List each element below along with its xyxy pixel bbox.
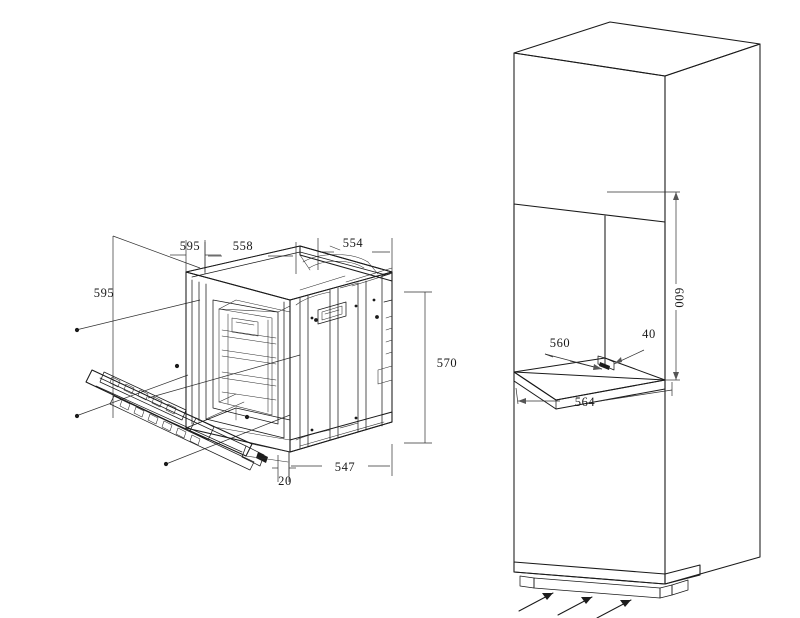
oven-appliance-view: 595 558 554 595 570 547 20 — [74, 235, 458, 488]
oven-cavity-interior — [218, 299, 291, 413]
cabinet-niche-view: 600 560 40 564 — [513, 21, 761, 618]
leader-dot-4 — [174, 363, 180, 369]
airflow-arrow-2 — [557, 596, 593, 616]
dim-label-564: 564 — [575, 395, 596, 409]
dim-label-600: 600 — [672, 288, 686, 309]
ventilation-airflow-arrows — [518, 592, 632, 618]
airflow-arrow-3 — [596, 599, 632, 618]
leader-dot-3 — [163, 461, 169, 467]
cabinet-plinth — [513, 561, 701, 599]
dim-label-40: 40 — [642, 327, 656, 341]
airflow-arrow-1 — [518, 592, 554, 612]
dim-label-595-top: 595 — [180, 239, 201, 253]
oven-front-frame — [185, 271, 291, 453]
cabinet-dimension-lines — [515, 191, 680, 405]
leader-dot-6 — [314, 318, 318, 322]
dim-label-20: 20 — [278, 474, 292, 488]
dim-label-558: 558 — [233, 239, 254, 253]
leader-dot-2 — [74, 413, 80, 419]
dim-label-560: 560 — [550, 336, 571, 350]
dim-label-547: 547 — [335, 460, 356, 474]
leader-dot-1 — [74, 327, 80, 333]
oven-door-open — [85, 369, 291, 471]
leader-dot-7 — [375, 315, 379, 319]
dim-label-570: 570 — [437, 356, 458, 370]
oven-side-panel — [289, 271, 393, 453]
dim-label-595-left: 595 — [94, 286, 115, 300]
dim-label-554: 554 — [343, 236, 364, 250]
